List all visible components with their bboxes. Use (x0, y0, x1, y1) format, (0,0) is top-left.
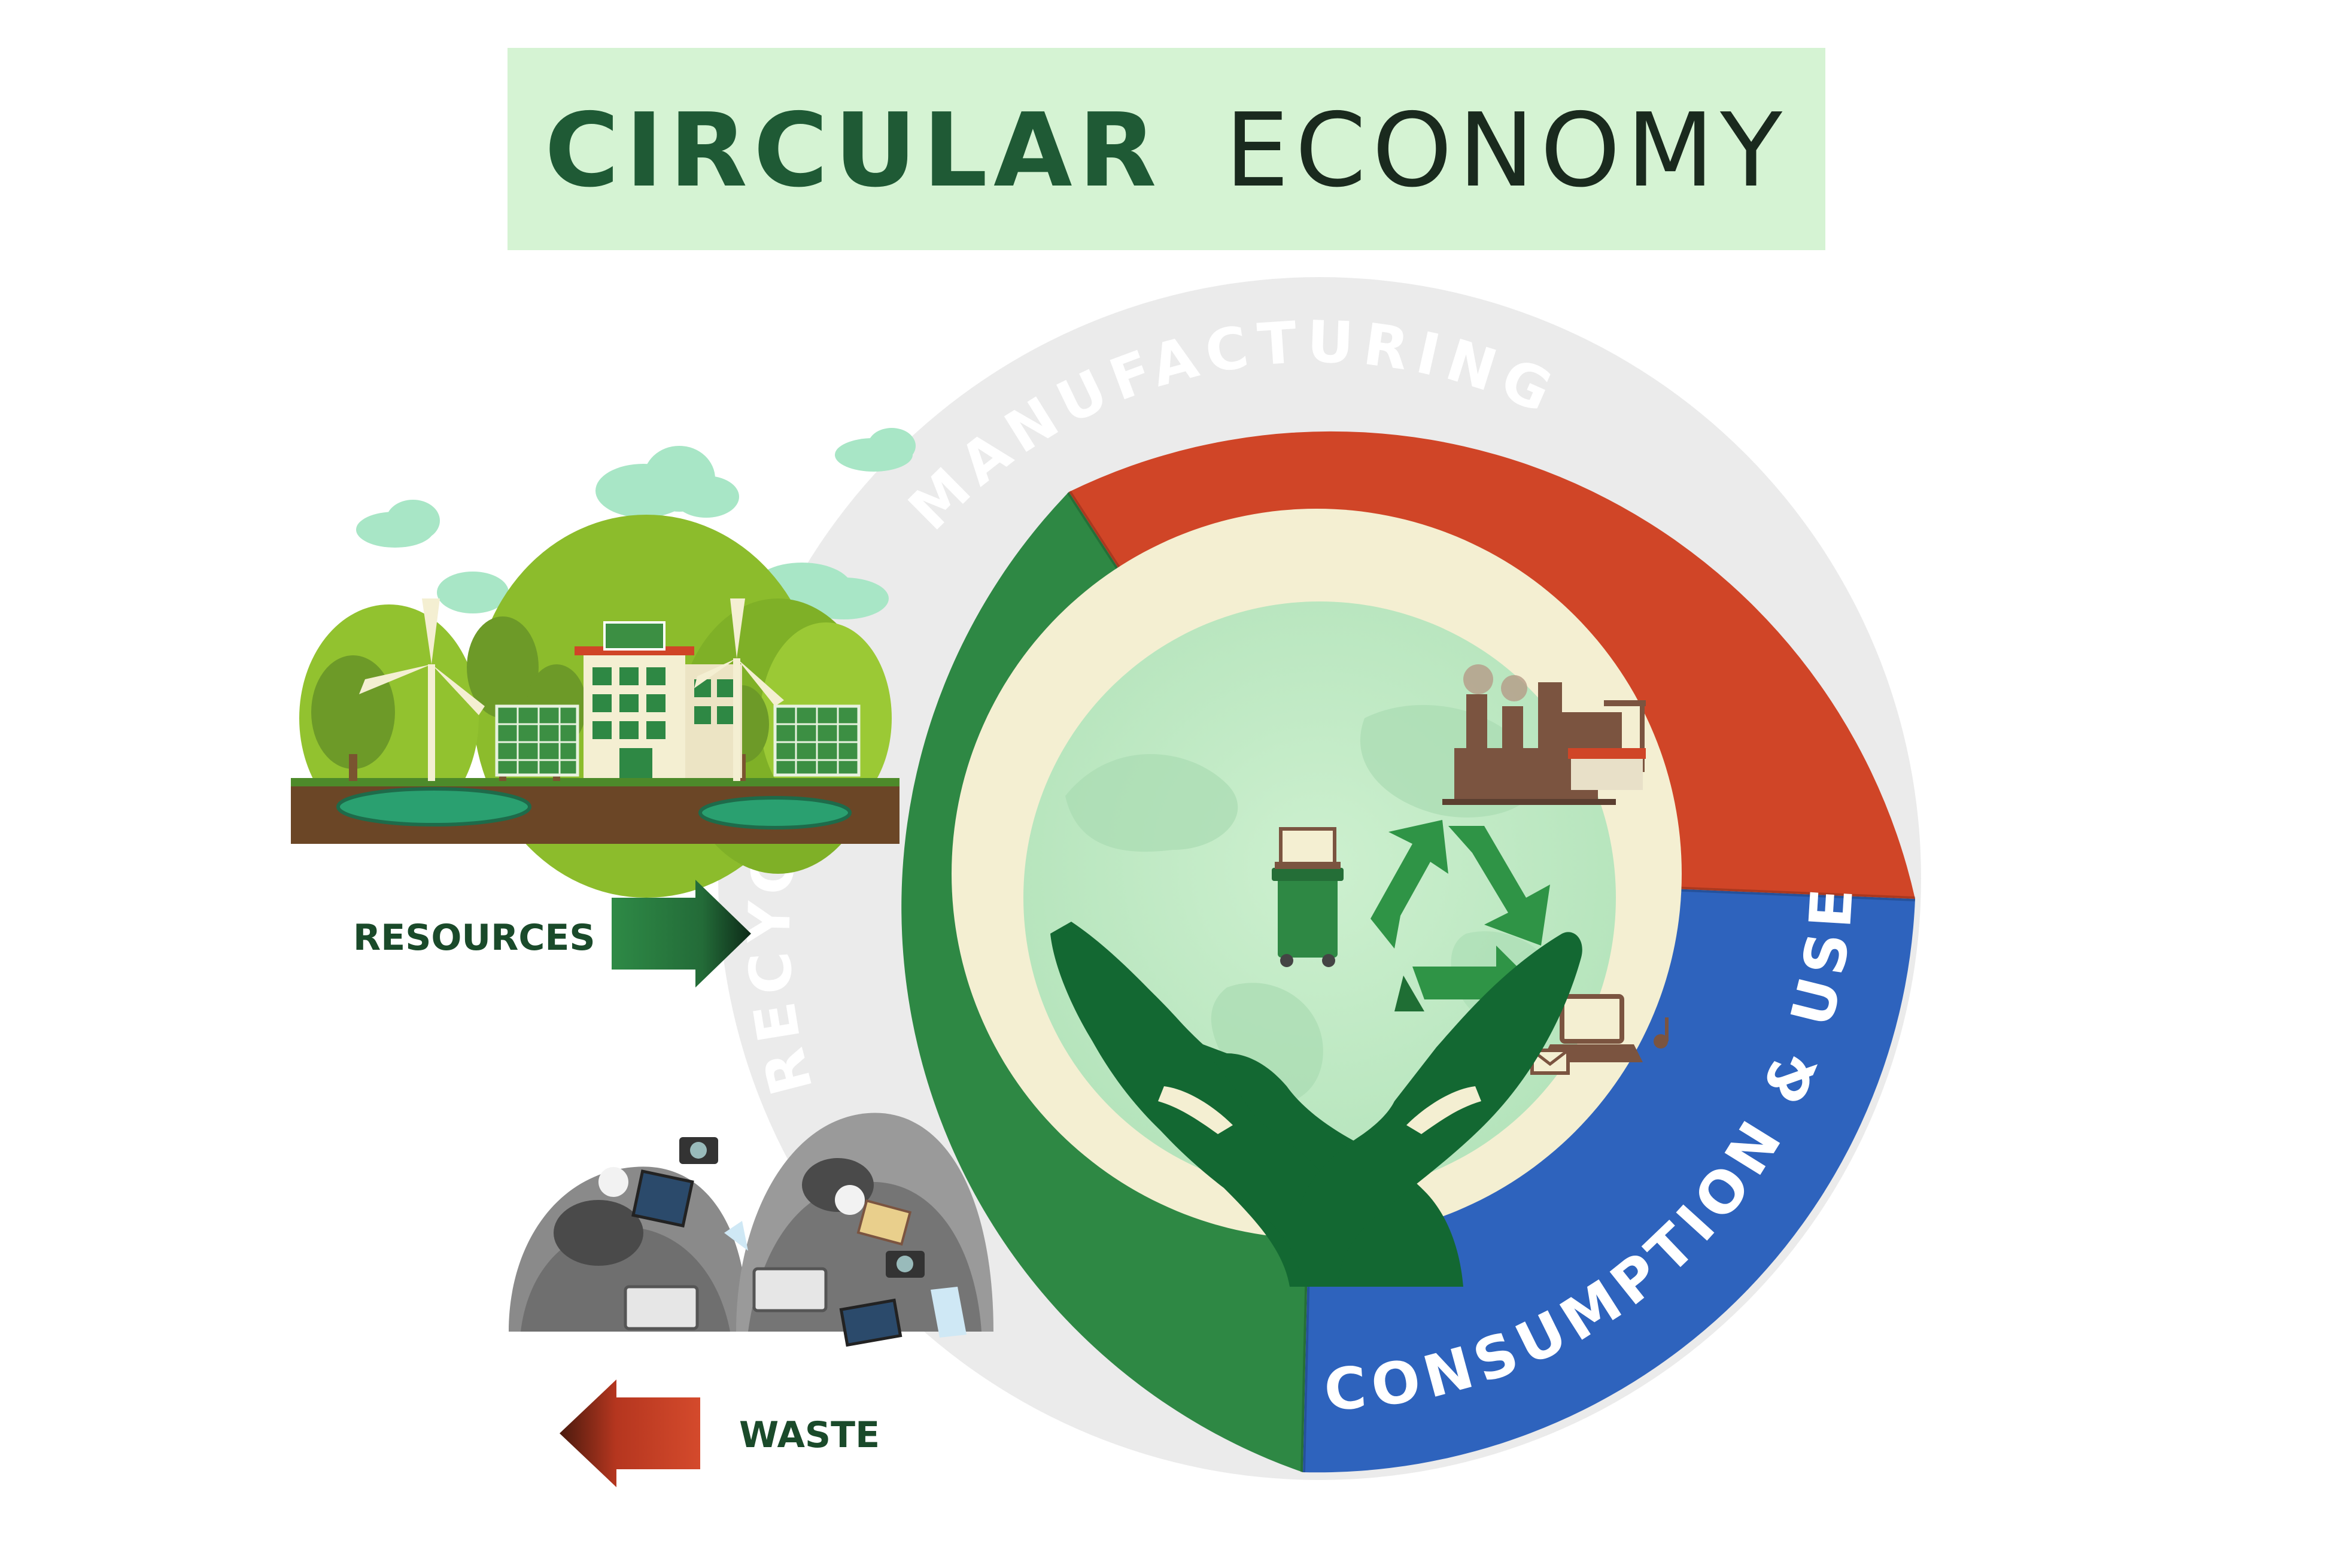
cloud-icon (356, 428, 916, 619)
waste-arrow-icon (560, 1379, 700, 1487)
wind-turbine-icon (359, 598, 784, 781)
resources-arrow-icon (612, 880, 751, 987)
factory-icon (1442, 664, 1646, 805)
title-banner: CIRCULAR ECONOMY (508, 48, 1825, 250)
electronics-icon (1529, 994, 1669, 1075)
title-bold-word: CIRCULAR (545, 92, 1163, 210)
globe-in-hands (1023, 601, 1669, 1287)
solar-panel-icon (495, 704, 861, 777)
waste-label: WASTE (739, 1414, 880, 1456)
hands-icon (1050, 922, 1582, 1287)
microwave-icon (624, 1285, 699, 1330)
landfill-illustration (509, 1113, 993, 1347)
resources-label: RESOURCES (353, 917, 595, 959)
title-light-word: ECONOMY (1225, 92, 1788, 210)
recycle-bin-icon (1272, 827, 1344, 967)
svg-text:CIRCULAR ECONOMY: CIRCULAR ECONOMY (545, 92, 1788, 210)
title-background (508, 48, 1825, 250)
eco-town-illustration (291, 428, 916, 898)
